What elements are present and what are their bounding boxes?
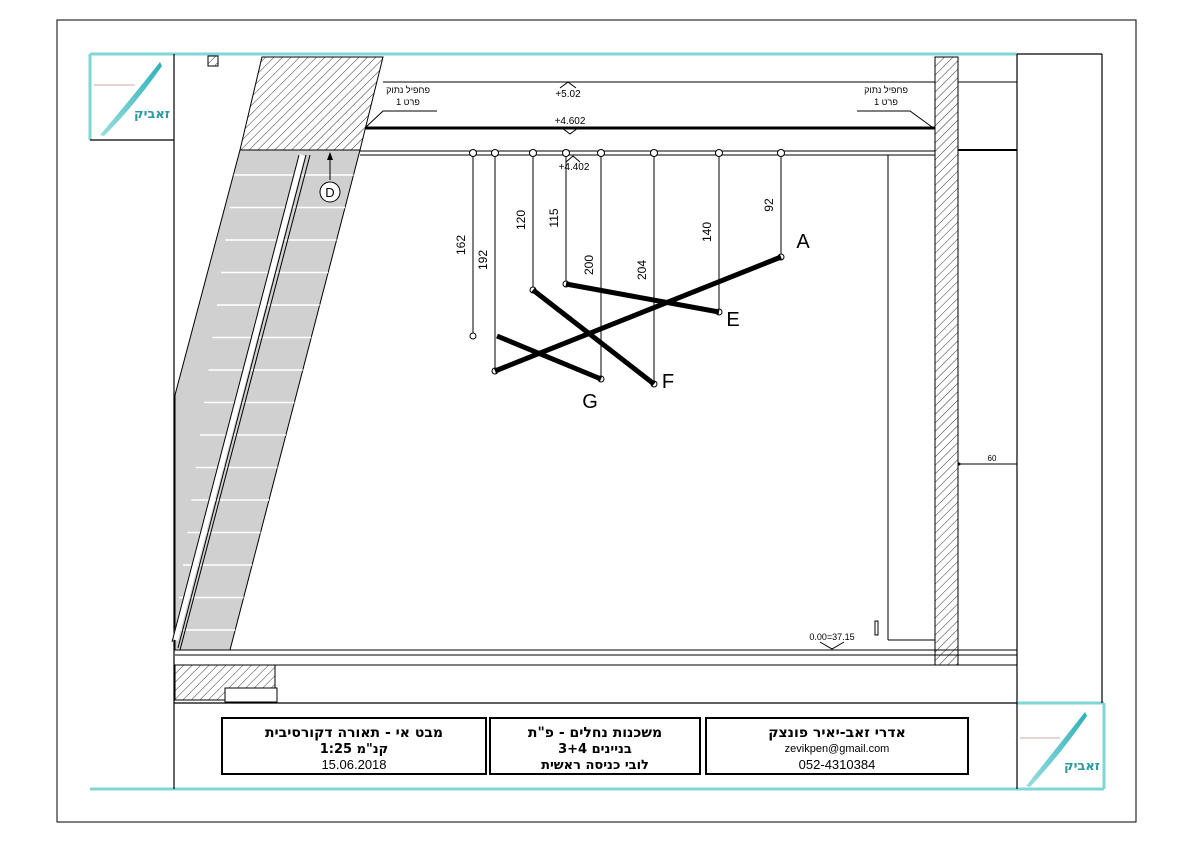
inner-frame bbox=[90, 53, 1103, 789]
svg-text:D: D bbox=[325, 185, 334, 200]
svg-text:אדרי זאב-יאיר פונצק: אדרי זאב-יאיר פונצק bbox=[768, 725, 906, 741]
title-block-project: משכנות נחלים - פ"ת בניינים 3+4 לובי כניס… bbox=[489, 717, 701, 775]
hanger-length-label: 92 bbox=[762, 198, 776, 212]
level-lower-ceiling: +4.402 bbox=[559, 155, 590, 173]
ceiling-anchor bbox=[529, 149, 537, 157]
light-bar bbox=[496, 333, 602, 382]
section-marker-d: D bbox=[319, 152, 341, 203]
svg-text:מבט אי - תאורה דקורסיבית: מבט אי - תאורה דקורסיבית bbox=[265, 725, 443, 741]
ceiling-anchor bbox=[469, 149, 477, 157]
ceiling-anchor bbox=[491, 149, 499, 157]
title-block-architect: אדרי זאב-יאיר פונצק zevikpen@gmail.com 0… bbox=[705, 717, 969, 775]
level-floor: 0.00=37.15 bbox=[809, 620, 879, 650]
hanger-length-label: 204 bbox=[635, 260, 649, 280]
hanger-length-label: 162 bbox=[454, 235, 468, 255]
logo-top-left: זאביק bbox=[94, 62, 170, 136]
hanger-length-label: 140 bbox=[700, 222, 714, 242]
logo-bottom-right: זאביק bbox=[1020, 712, 1100, 787]
title-block-drawing: מבט אי - תאורה דקורסיבית קנ"מ 1:25 15.06… bbox=[221, 717, 487, 775]
hanger-length-label: 120 bbox=[514, 210, 528, 230]
svg-text:פחפיל נתוק: פחפיל נתוק bbox=[864, 85, 908, 95]
svg-text:60: 60 bbox=[988, 454, 997, 463]
light-bar-label: A bbox=[796, 231, 810, 253]
svg-text:בניינים 3+4: בניינים 3+4 bbox=[558, 742, 632, 757]
svg-text:פחפיל נתוק: פחפיל נתוק bbox=[386, 85, 430, 95]
svg-text:zevikpen@gmail.com: zevikpen@gmail.com bbox=[785, 743, 890, 755]
level-top: +5.02 bbox=[555, 81, 581, 100]
callout-right: פחפיל נתוק פרט 1 bbox=[857, 85, 933, 128]
light-bars: A E F G bbox=[494, 231, 810, 413]
svg-text:פרט 1: פרט 1 bbox=[874, 97, 898, 107]
ceiling-anchor bbox=[650, 149, 658, 157]
svg-text:זאביק: זאביק bbox=[1064, 759, 1100, 774]
accent-frame bbox=[88, 52, 1106, 791]
light-bar-label: G bbox=[582, 391, 598, 413]
pendant-hangers: 162 192 120 115 200 204 140 92 bbox=[454, 149, 785, 388]
ceiling-anchor bbox=[597, 149, 605, 157]
svg-text:משכנות נחלים - פ"ת: משכנות נחלים - פ"ת bbox=[528, 725, 662, 741]
light-bar-label: E bbox=[726, 309, 739, 331]
light-bar bbox=[494, 254, 782, 374]
hanger-length-label: 200 bbox=[582, 255, 596, 275]
svg-text:+4.602: +4.602 bbox=[555, 116, 586, 127]
light-bar bbox=[531, 288, 656, 386]
sheet-border bbox=[56, 19, 1137, 823]
svg-text:לובי כניסה ראשית: לובי כניסה ראשית bbox=[541, 758, 649, 773]
svg-text:15.06.2018: 15.06.2018 bbox=[321, 757, 386, 772]
hanger-length-label: 192 bbox=[476, 250, 490, 270]
ceiling-anchor bbox=[562, 149, 570, 157]
svg-text:+4.402: +4.402 bbox=[559, 162, 590, 173]
ceiling-anchor bbox=[715, 149, 723, 157]
hanger-end bbox=[469, 332, 477, 340]
level-ceiling: +4.602 bbox=[555, 116, 586, 135]
callout-left: פחפיל נתוק פרט 1 bbox=[365, 85, 437, 128]
light-bar-label: F bbox=[662, 371, 674, 393]
floor-lines bbox=[175, 649, 1017, 666]
svg-text:פרט 1: פרט 1 bbox=[396, 97, 420, 107]
svg-text:קנ"מ 1:25: קנ"מ 1:25 bbox=[320, 742, 389, 757]
svg-text:זאביק: זאביק bbox=[134, 107, 170, 122]
ceiling-lines bbox=[360, 81, 1017, 641]
staircase-section bbox=[171, 55, 384, 651]
svg-text:0.00=37.15: 0.00=37.15 bbox=[809, 632, 854, 642]
svg-text:+5.02: +5.02 bbox=[555, 89, 581, 100]
svg-text:052-4310384: 052-4310384 bbox=[799, 757, 876, 772]
right-wall bbox=[934, 56, 959, 666]
light-bar bbox=[565, 281, 720, 315]
wall-dimension: 60 bbox=[957, 454, 1017, 466]
ceiling-anchor bbox=[777, 149, 785, 157]
hanger-length-label: 115 bbox=[547, 208, 561, 227]
